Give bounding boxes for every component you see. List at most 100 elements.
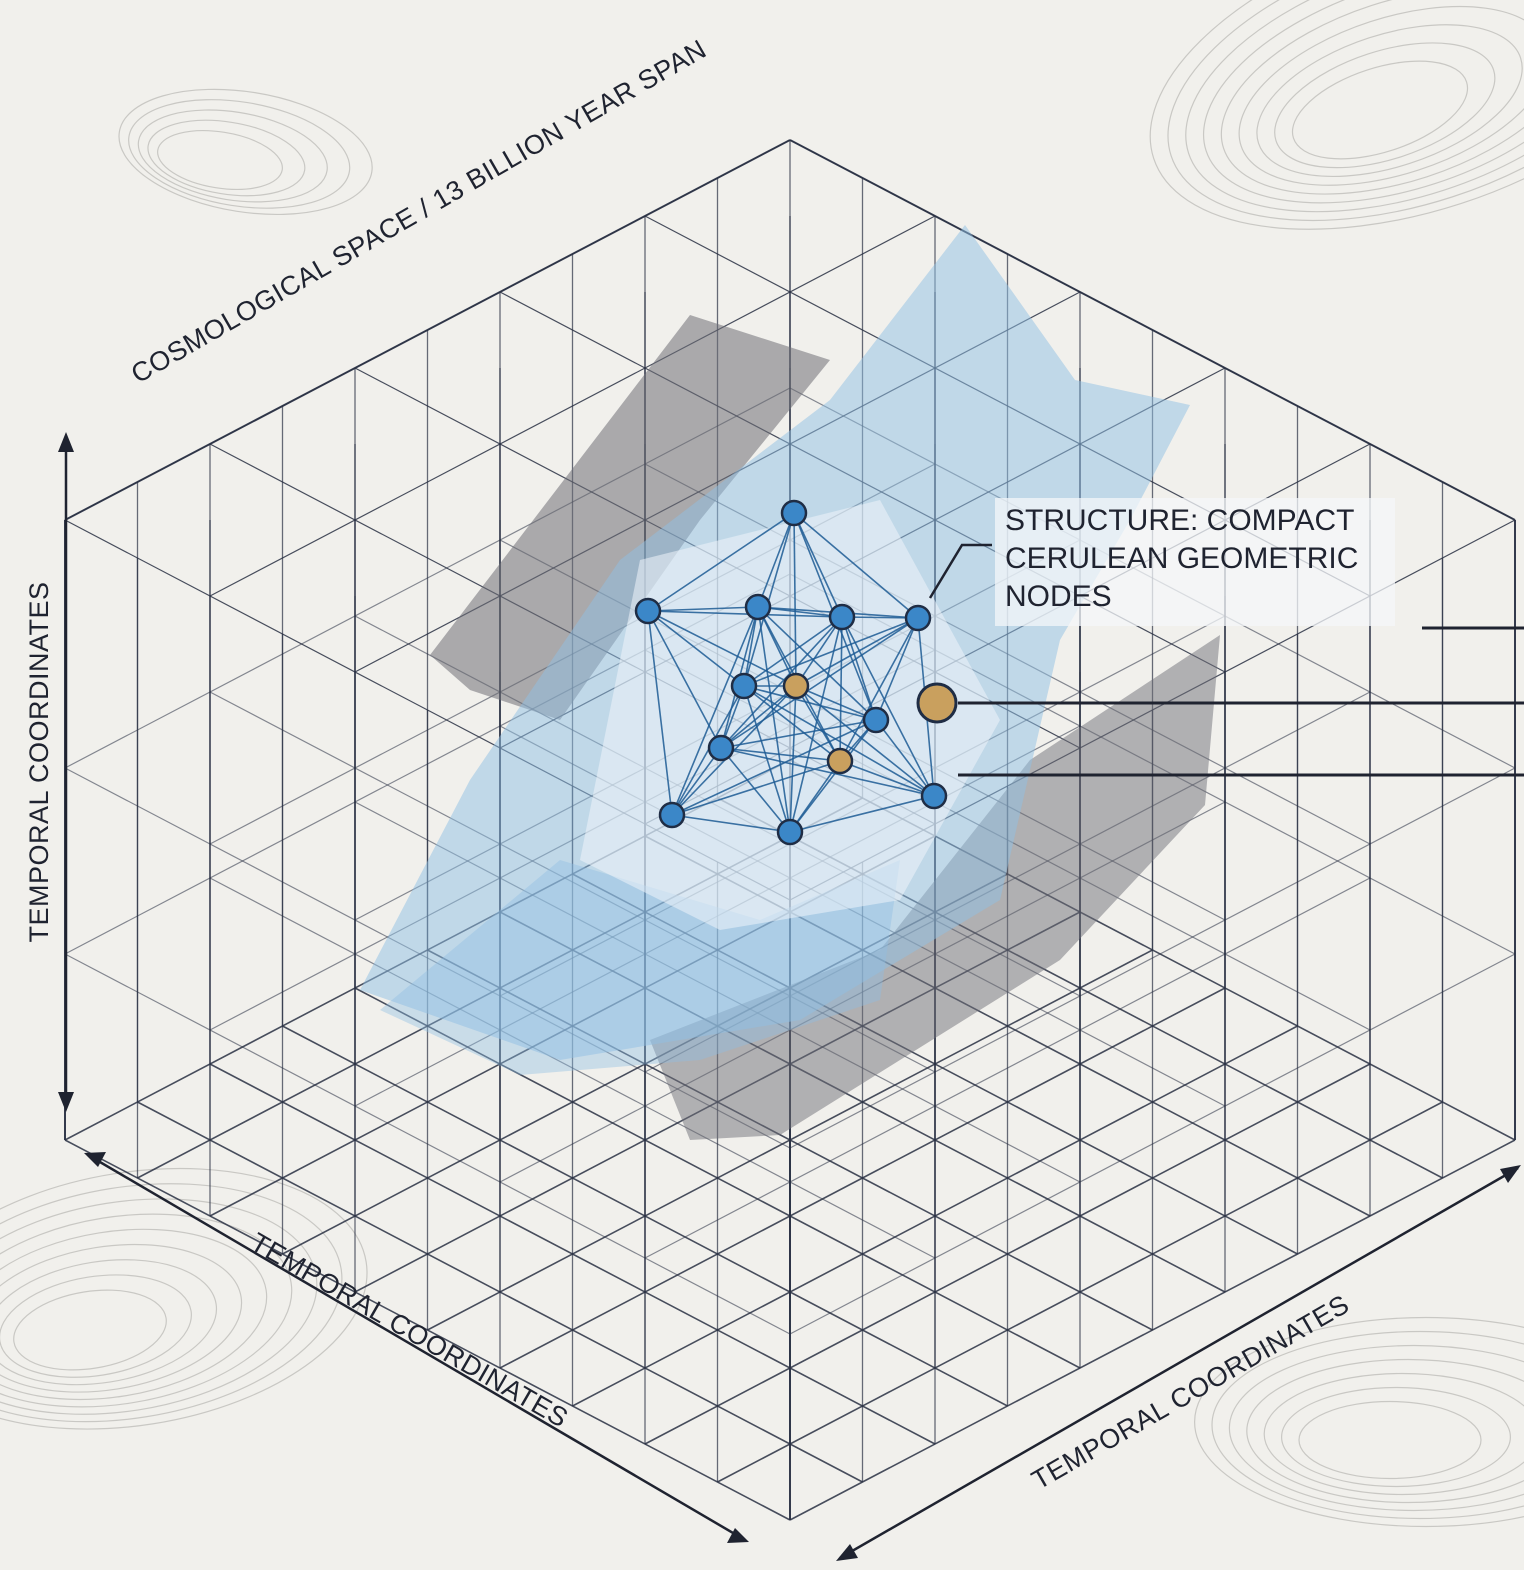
topo-contour xyxy=(13,1289,167,1371)
bottom-left-arrowhead-b xyxy=(727,1528,749,1543)
gold-node xyxy=(782,672,810,700)
topo-contour xyxy=(1211,1330,1524,1520)
left-axis-label: TEMPORAL COORDINATES xyxy=(24,581,54,942)
network-edge xyxy=(757,606,791,833)
blue-node xyxy=(780,499,808,527)
large-gold-node xyxy=(916,682,958,724)
blue-node xyxy=(658,801,686,829)
structure-callout: STRUCTURE: COMPACT CERULEAN GEOMETRIC NO… xyxy=(928,498,1395,626)
network-edge xyxy=(839,617,919,762)
grid-line xyxy=(209,215,936,597)
topo-contour xyxy=(1185,0,1524,213)
pointer-lines xyxy=(958,626,1524,777)
network-edge xyxy=(795,616,843,687)
network-edge xyxy=(875,617,919,721)
network-edge xyxy=(647,606,759,612)
left-axis-arrowhead-bottom xyxy=(58,1092,74,1112)
network-edge xyxy=(743,512,795,687)
topo-contour xyxy=(157,130,283,190)
network-edge xyxy=(743,685,841,762)
topo-contour xyxy=(1202,0,1524,204)
topo-contour xyxy=(128,99,351,209)
network-edge xyxy=(743,616,843,687)
bottom-left-axis-arrow xyxy=(87,1153,746,1542)
network-edge xyxy=(671,814,791,833)
network-edge xyxy=(671,747,722,816)
topo-contour xyxy=(1298,1400,1482,1480)
left-axis-arrowhead-top xyxy=(58,432,74,452)
topo-contour xyxy=(1263,1372,1524,1496)
network-edge xyxy=(789,616,843,833)
network-edge xyxy=(839,760,935,797)
network-edge xyxy=(743,685,877,721)
network-edge xyxy=(795,685,841,762)
network-edge xyxy=(789,760,841,833)
topo-contour xyxy=(1274,42,1496,169)
network-edge xyxy=(789,685,797,833)
grid-line xyxy=(789,953,1516,1335)
bottom-right-arrowhead-b xyxy=(1500,1165,1521,1183)
topo-contour xyxy=(0,1243,243,1393)
pale-core-plane xyxy=(580,500,1000,930)
network-edge xyxy=(795,617,919,687)
grid-line xyxy=(64,953,791,1335)
bottom-right-axis-arrow xyxy=(839,1166,1519,1560)
blue-plane-lower xyxy=(380,860,900,1075)
network-edge xyxy=(720,719,877,749)
network-edge xyxy=(720,747,841,762)
gray-plane-upper-left xyxy=(430,315,830,720)
top-axis-label: COSMOLOGICAL SPACE / 13 BILLION YEAR SPA… xyxy=(126,34,711,389)
network-edge xyxy=(793,512,797,687)
blue-node xyxy=(828,603,856,631)
network-edge xyxy=(647,610,797,687)
topo-contour xyxy=(1194,1316,1524,1528)
topo-contour xyxy=(0,1213,293,1408)
callout-line-1: STRUCTURE: COMPACT xyxy=(1005,504,1354,537)
network-edge xyxy=(647,610,843,618)
grid-line xyxy=(789,767,1516,1149)
network-edge xyxy=(793,512,843,618)
network-edge xyxy=(793,512,919,619)
grid-line xyxy=(64,139,791,521)
bottom-right-arrowhead-a xyxy=(836,1544,858,1561)
network-edge xyxy=(757,606,877,721)
network-edge xyxy=(671,719,877,816)
blue-node xyxy=(904,604,932,632)
topo-contour xyxy=(1246,1358,1524,1504)
blue-node xyxy=(920,782,948,810)
membrane-planes xyxy=(360,225,1220,1140)
network-edge xyxy=(841,616,935,797)
network-edge xyxy=(743,685,935,797)
blue-node xyxy=(744,593,772,621)
topo-contour xyxy=(1238,5,1524,186)
grid-line xyxy=(209,877,936,1259)
network-edge xyxy=(720,617,919,749)
network-edge xyxy=(743,606,759,687)
topo-contour xyxy=(0,1259,218,1386)
topo-contour xyxy=(1280,1386,1511,1488)
blue-node xyxy=(862,706,890,734)
bottom-left-axis-label: TEMPORAL COORDINATES xyxy=(246,1227,574,1434)
network-edge xyxy=(720,685,797,749)
node-network xyxy=(634,499,958,846)
axis-arrows xyxy=(58,432,1521,1561)
network-edge xyxy=(720,747,791,833)
network-edge xyxy=(841,616,877,721)
callout-line-2: CERULEAN GEOMETRIC xyxy=(1005,542,1358,575)
network-edge xyxy=(671,760,841,816)
network-edge xyxy=(720,616,843,749)
blue-node xyxy=(776,818,804,846)
topo-contour xyxy=(1256,24,1523,178)
network-edge xyxy=(789,795,935,833)
topo-contour xyxy=(1167,0,1524,222)
network-edge xyxy=(757,512,795,608)
gold-node xyxy=(826,747,854,775)
callout-leader xyxy=(928,543,992,599)
network-edge xyxy=(647,610,745,687)
network-edge xyxy=(875,719,935,797)
topo-contour xyxy=(147,119,306,197)
topo-contour xyxy=(0,1228,268,1401)
network-edge xyxy=(671,606,759,816)
